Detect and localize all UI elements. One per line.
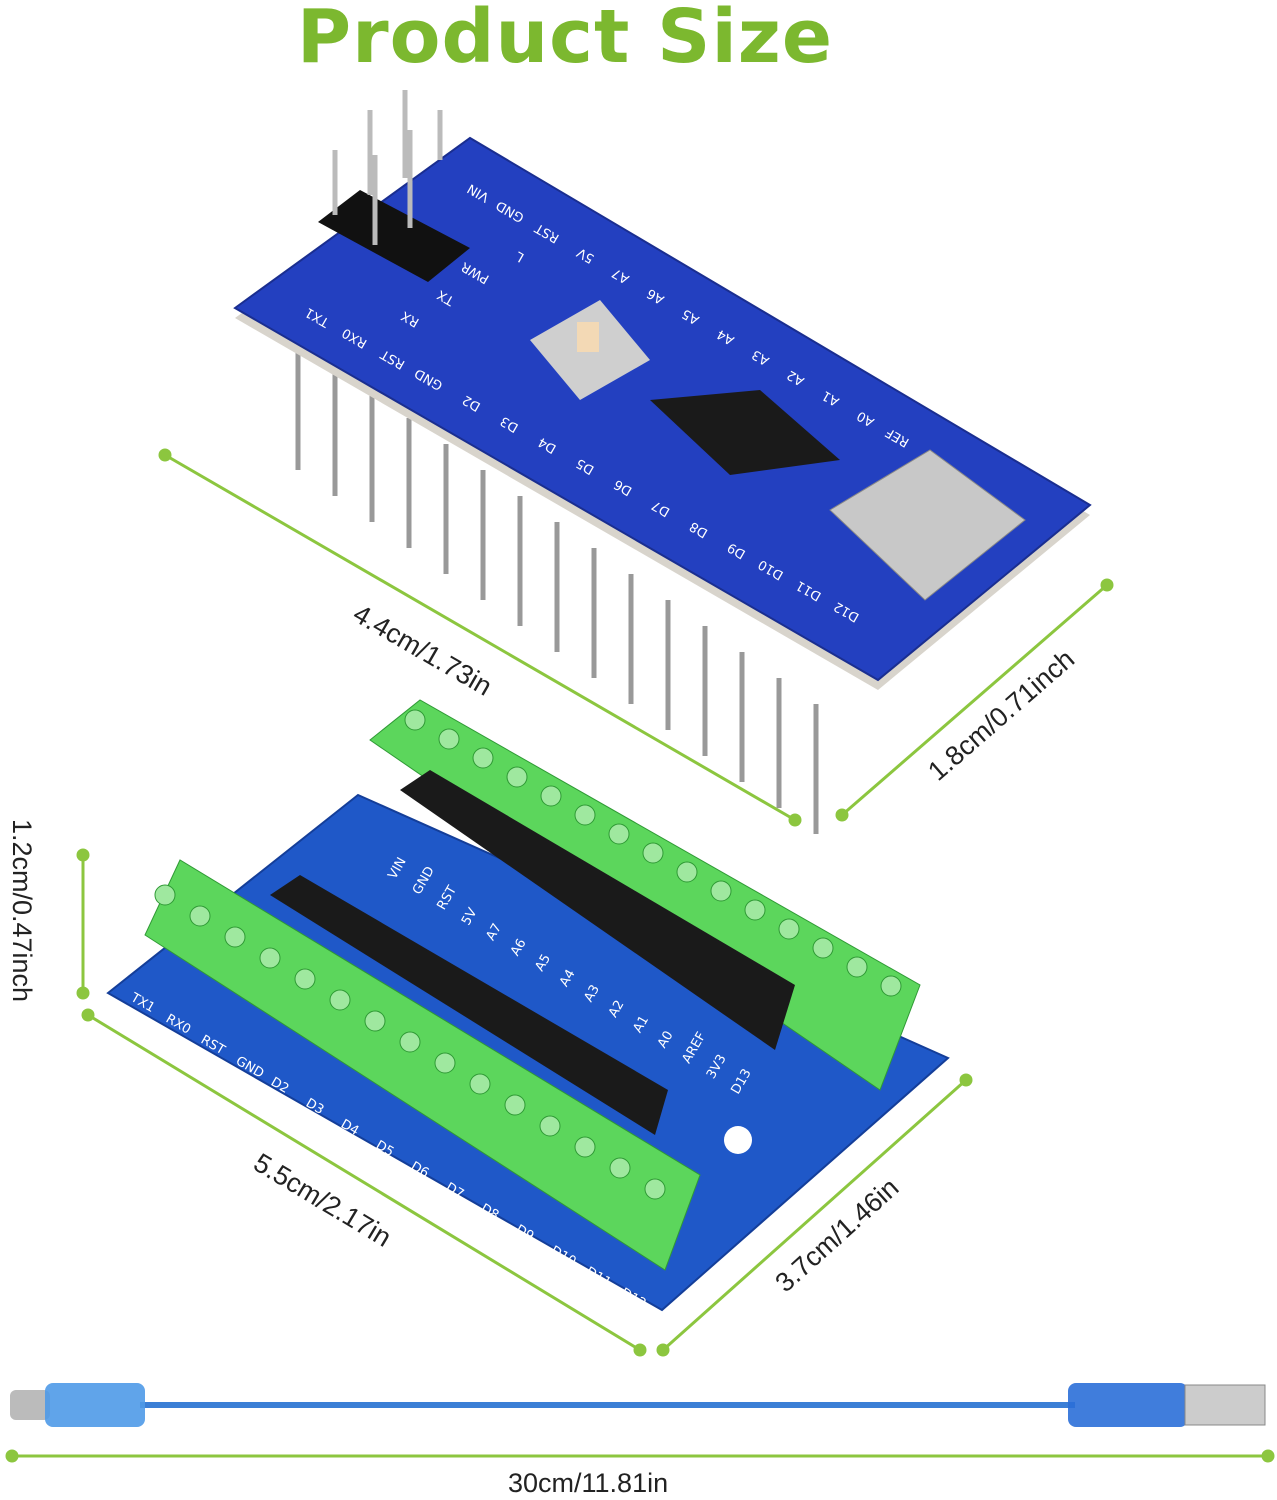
shield-pin-label: 5V — [459, 906, 481, 928]
dimension-line-shield-length — [87, 1013, 641, 1352]
terminal-screw — [644, 1178, 666, 1200]
dimension-line-nano-width — [841, 583, 1108, 817]
shield-pin-label: A1 — [630, 1013, 652, 1035]
terminal-screw — [609, 1157, 631, 1179]
terminal-screw — [574, 1136, 596, 1158]
nano-pin-label: A7 — [610, 265, 632, 287]
terminal-screw — [404, 709, 426, 731]
dimension-line-shield-width — [662, 1078, 967, 1352]
nano-pin-label: A4 — [715, 326, 737, 348]
shield-pin-label: A4 — [557, 967, 579, 989]
terminal-block-bottom — [144, 859, 701, 1271]
terminal-screw — [812, 937, 834, 959]
terminal-screw — [539, 1115, 561, 1137]
terminal-screw — [189, 905, 211, 927]
terminal-screw — [540, 785, 562, 807]
nano-pin-label: A6 — [645, 285, 667, 307]
shield-pin-label: A7 — [483, 921, 505, 943]
terminal-screw — [506, 766, 528, 788]
terminal-screw — [434, 1052, 456, 1074]
dimension-line-nano-length — [164, 453, 796, 822]
nano-pin-label: A5 — [680, 305, 702, 327]
terminal-screw — [329, 989, 351, 1011]
nano-pin-label: A3 — [750, 346, 772, 368]
shield-pin-label: A0 — [655, 1029, 677, 1051]
nano-board: VINGNDRST5VA7A6A5A4A3A2A1A0REFTX1RX0RSTG… — [233, 90, 1092, 834]
page-title: Product Size — [296, 0, 834, 80]
terminal-screw — [504, 1094, 526, 1116]
female-header-top — [400, 770, 795, 1050]
nano-pin-label: A0 — [855, 408, 877, 430]
terminal-screw — [744, 899, 766, 921]
icsp-header — [318, 190, 470, 282]
terminal-screw — [710, 880, 732, 902]
mounting-hole — [724, 1126, 752, 1154]
usb-cable — [10, 1383, 1266, 1427]
terminal-screw — [880, 975, 902, 997]
dimension-label-cable-length: 30cm/11.81in — [508, 1468, 669, 1498]
terminal-screw — [846, 956, 868, 978]
terminal-screw — [294, 968, 316, 990]
terminal-screw — [438, 728, 460, 750]
microcontroller-chip — [650, 390, 840, 475]
nano-pin-label: A1 — [820, 387, 842, 409]
terminal-screw — [676, 861, 698, 883]
terminal-screw — [472, 747, 494, 769]
usb-c-port — [829, 449, 1026, 601]
terminal-screw — [259, 947, 281, 969]
shield-pin-label: A5 — [532, 952, 554, 974]
terminal-screw — [608, 823, 630, 845]
terminal-screw — [224, 926, 246, 948]
terminal-screw — [642, 842, 664, 864]
terminal-screw — [778, 918, 800, 940]
terminal-screw — [574, 804, 596, 826]
usb-c-connector — [10, 1390, 50, 1420]
nano-pin-label: 5V — [575, 244, 597, 266]
shield-pin-label: A3 — [581, 982, 603, 1004]
terminal-screw — [399, 1031, 421, 1053]
shield-pin-label: A6 — [508, 936, 530, 958]
terminal-screw — [154, 884, 176, 906]
usb-a-connector — [1184, 1384, 1266, 1426]
nano-pin-label: A2 — [785, 367, 807, 389]
female-header-bottom — [270, 875, 668, 1135]
shield-pin-label: A2 — [606, 998, 628, 1020]
dimension-label-shield-height: 1.2cm/0.47inch — [7, 818, 38, 1003]
terminal-screw — [469, 1073, 491, 1095]
terminal-screw — [364, 1010, 386, 1032]
